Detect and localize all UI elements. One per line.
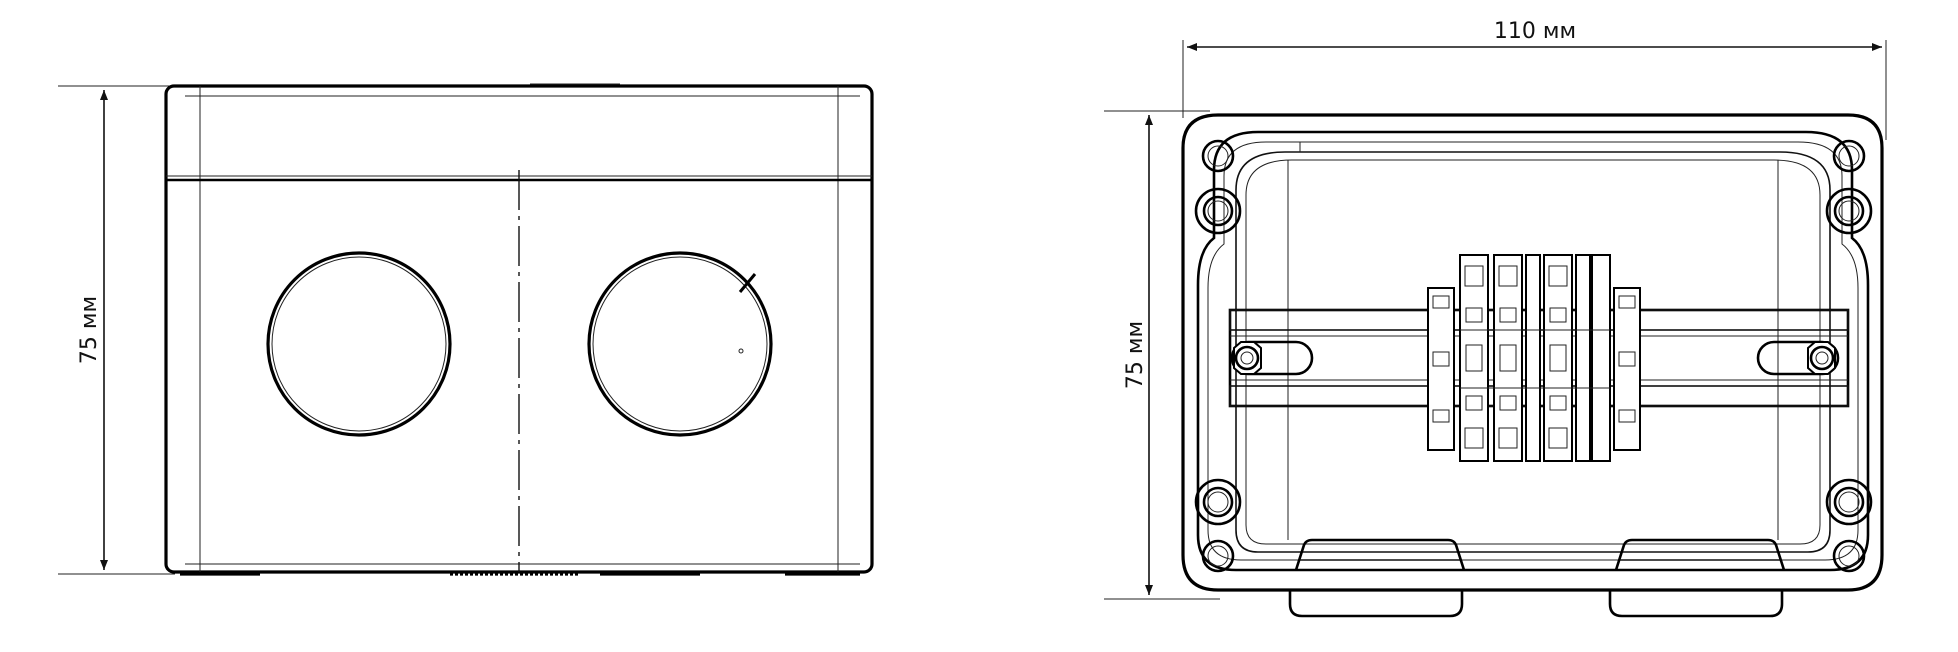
rail-screw-right: [1807, 341, 1836, 375]
bottom-gland-right: [1608, 538, 1786, 618]
knockout-marker: [738, 273, 757, 293]
front-cable-entry-left: [266, 251, 452, 437]
rail-screw-left: [1233, 341, 1262, 375]
mounting-hole-upper-right: [1825, 187, 1873, 235]
terminal-2: [1493, 254, 1523, 462]
terminal-3: [1543, 254, 1573, 462]
mounting-hole-lower-left: [1194, 478, 1242, 526]
bottom-gland-left: [1288, 538, 1466, 618]
front-enclosure-body: [164, 83, 874, 576]
top-height-dimension: 75 мм: [1104, 110, 1220, 600]
top-width-label: 110 мм: [1494, 19, 1576, 44]
mounting-hole-top-right: [1832, 139, 1866, 173]
front-view: 75 мм: [58, 83, 874, 576]
front-height-dimension: 75 мм: [58, 85, 175, 575]
top-height-label: 75 мм: [1123, 321, 1148, 389]
bottom-cable-entries: [1288, 538, 1786, 618]
front-height-label: 75 мм: [77, 296, 102, 364]
terminal-1: [1459, 254, 1489, 462]
mounting-holes: [1194, 139, 1873, 573]
top-view: 110 мм 75 мм: [1104, 19, 1887, 618]
mounting-hole-lower-right: [1825, 478, 1873, 526]
mounting-hole-bottom-left: [1201, 539, 1235, 573]
mounting-hole-top-left: [1201, 139, 1235, 173]
mounting-hole-bottom-right: [1832, 539, 1866, 573]
terminal-block-assembly: [1427, 254, 1641, 462]
mounting-hole-upper-left: [1194, 187, 1242, 235]
front-cable-entry-right: [587, 251, 773, 437]
top-width-dimension: 110 мм: [1182, 19, 1887, 140]
